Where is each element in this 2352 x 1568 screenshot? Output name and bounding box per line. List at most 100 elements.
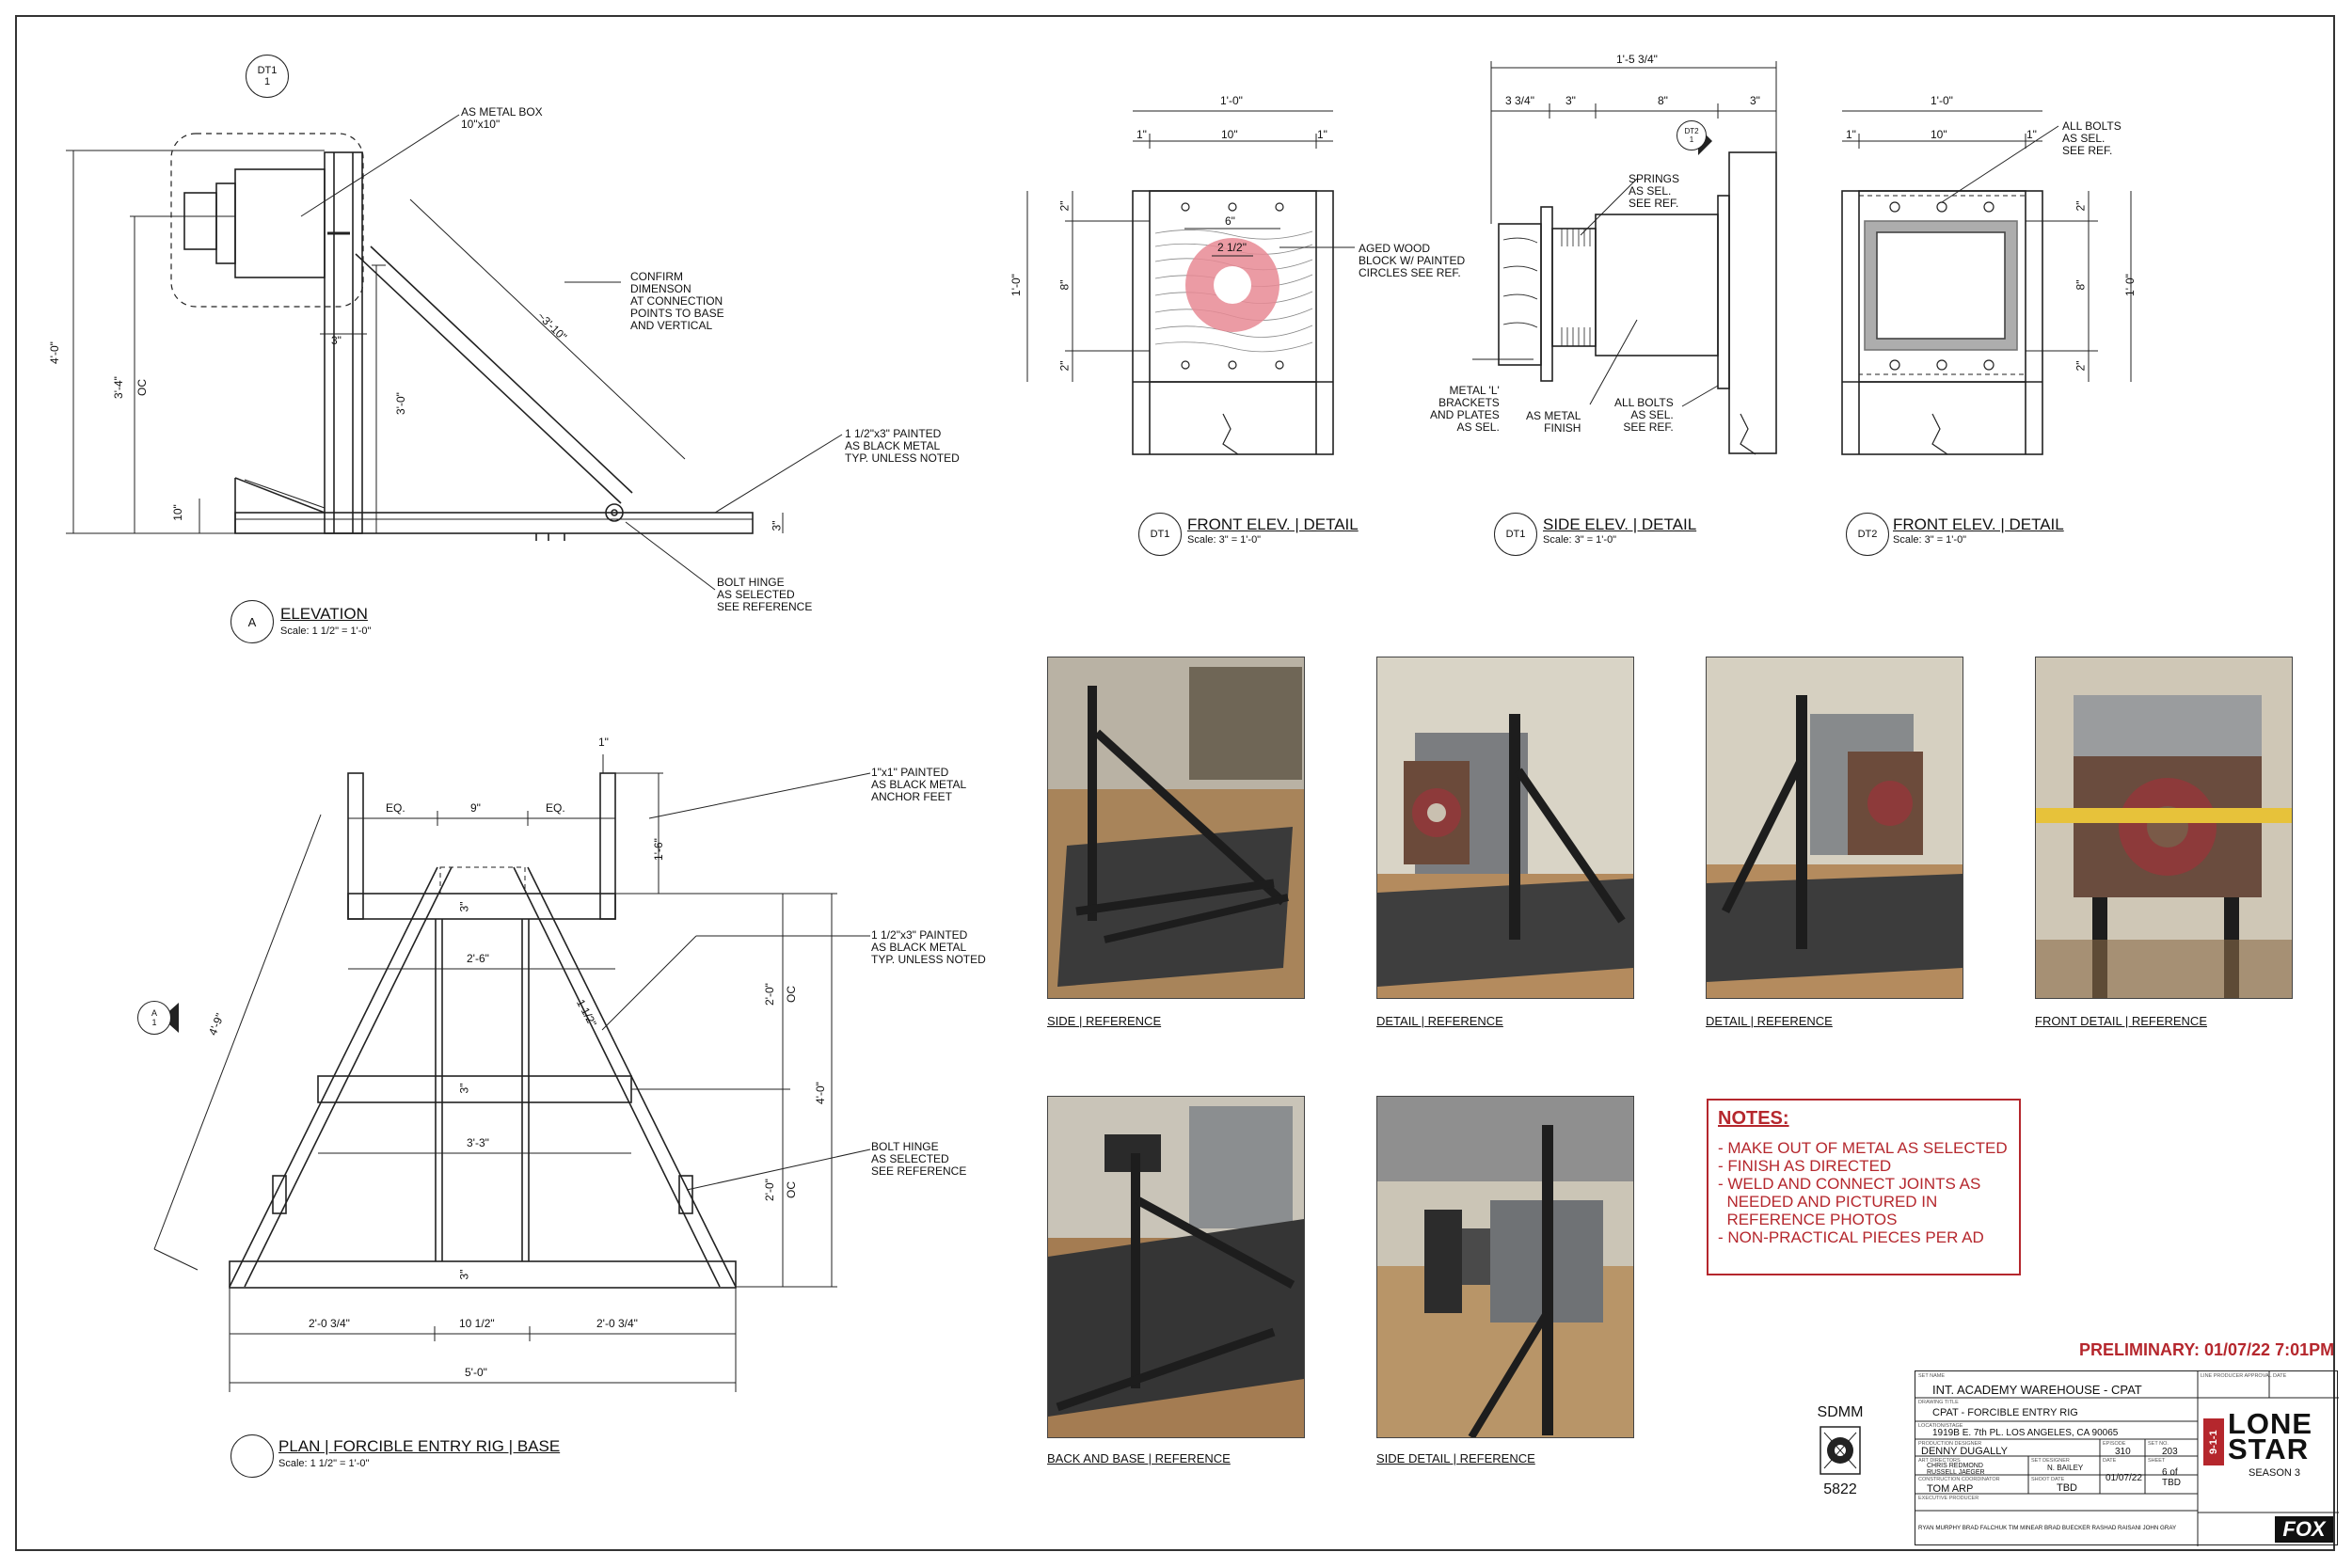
tb-label-date2: DATE xyxy=(2103,1458,2117,1464)
plan-dim-four-ft: 4'-0" xyxy=(813,1082,827,1104)
show-name: LONE STAR xyxy=(2228,1407,2313,1465)
tb-set-designer: N. BAILEY xyxy=(2047,1464,2084,1472)
dt1f-dim-eight: 8" xyxy=(1057,279,1072,291)
note-item: - FINISH AS DIRECTED xyxy=(1718,1157,1892,1175)
dt2-title: FRONT ELEV. | DETAIL xyxy=(1893,515,2064,533)
dt2-dim-top: 1'-0" xyxy=(1931,94,1953,107)
plan-dim-one-in: 1" xyxy=(598,736,609,749)
dt1-side-drawing xyxy=(1472,61,1777,455)
dim-three-ft: 3'-0" xyxy=(393,392,407,415)
tb-label-approval: LINE PRODUCER APPROVAL xyxy=(2201,1373,2272,1379)
dt1s-dim-d: 3" xyxy=(1750,94,1760,107)
tb-label-location: LOCATION/STAGE xyxy=(1918,1423,1963,1429)
note-item: - WELD AND CONNECT JOINTS AS NEEDED AND … xyxy=(1718,1175,1981,1228)
dt1s-finish-note: AS METAL FINISH xyxy=(1526,409,1581,435)
photo-caption-back-base: BACK AND BASE | REFERENCE xyxy=(1047,1451,1231,1465)
dt2-scale: Scale: 3" = 1'-0" xyxy=(1893,534,1967,546)
dt2-dim-ten: 10" xyxy=(1931,128,1947,141)
dt2-reference-bubble: DT2 1 xyxy=(1677,120,1707,150)
dt2-dim-eight: 8" xyxy=(2074,279,2088,291)
plan-dim-nine: 9" xyxy=(470,801,481,815)
elevation-title: ELEVATION xyxy=(280,605,368,623)
notes-box: NOTES: - MAKE OUT OF METAL AS SELECTED -… xyxy=(1707,1099,2021,1275)
dt1f-dim-one-a: 1" xyxy=(1136,128,1147,141)
tb-coordinator: TOM ARP xyxy=(1927,1483,1974,1495)
tb-set-name: INT. ACADEMY WAREHOUSE - CPAT xyxy=(1932,1383,2142,1397)
note-item: - NON-PRACTICAL PIECES PER AD xyxy=(1718,1228,1984,1246)
dim-three-in-b: 3" xyxy=(770,520,784,531)
tb-designer: DENNY DUGALLY xyxy=(1921,1446,2008,1457)
plan-dim-eq1: EQ. xyxy=(386,801,405,815)
photo-caption-detail-1: DETAIL | REFERENCE xyxy=(1376,1014,1503,1028)
dt1s-title: SIDE ELEV. | DETAIL xyxy=(1543,515,1697,533)
tb-shoot-date: TBD xyxy=(2057,1482,2077,1494)
confirm-note: CONFIRM DIMENSON AT CONNECTION POINTS TO… xyxy=(630,270,724,332)
tb-label-set-no: SET NO. xyxy=(2148,1441,2169,1447)
ref-bubble-bottom: 1 xyxy=(263,76,271,87)
dt1f-dim-two-a: 2" xyxy=(1057,200,1072,212)
plan-dim-two-six: 2'-6" xyxy=(467,952,489,965)
plan-title: PLAN | FORCIBLE ENTRY RIG | BASE xyxy=(278,1437,561,1455)
plan-dim-oc-a: OC xyxy=(785,986,798,1003)
dt2-dim-one-b: 1" xyxy=(2026,128,2037,141)
union-seal-icon xyxy=(1820,1426,1861,1475)
photo-detail-1-illustration xyxy=(1377,657,1633,998)
dt1f-dim-ten: 10" xyxy=(1221,128,1238,141)
dim-three-in: 3" xyxy=(331,334,342,347)
union-name: SDMM xyxy=(1817,1404,1864,1420)
photo-side-detail-illustration xyxy=(1377,1097,1633,1437)
dt1f-dim-left-total: 1'-0" xyxy=(1009,274,1023,296)
dt2-dim-right-total: 1'-0" xyxy=(2122,274,2137,296)
tb-sheet: 6 of TBD xyxy=(2162,1467,2181,1488)
tb-label-sheet: SHEET xyxy=(2148,1458,2166,1464)
dt1f-title: FRONT ELEV. | DETAIL xyxy=(1187,515,1359,533)
reference-photo-back-base xyxy=(1047,1096,1305,1438)
tb-location: 1919B E. 7th PL. LOS ANGELES, CA 90065 xyxy=(1932,1428,2119,1438)
preliminary-stamp: PRELIMINARY: 01/07/22 7:01PM xyxy=(2079,1340,2335,1359)
dt1s-scale: Scale: 3" = 1'-0" xyxy=(1543,534,1617,546)
plan-bubble xyxy=(230,1434,274,1478)
note-item: - MAKE OUT OF METAL AS SELECTED xyxy=(1718,1139,2008,1157)
photo-caption-side: SIDE | REFERENCE xyxy=(1047,1014,1162,1028)
plan-dim-three-three: 3'-3" xyxy=(467,1136,489,1149)
dt1f-dim-one-b: 1" xyxy=(1317,128,1327,141)
plan-dim-left: 2'-0 3/4" xyxy=(309,1317,350,1330)
plan-dim-right: 2'-0 3/4" xyxy=(596,1317,638,1330)
dt1f-bubble: DT1 xyxy=(1138,513,1182,556)
plan-dim-three-b: 3" xyxy=(457,1083,471,1094)
dt2-dim-two-a: 2" xyxy=(2074,200,2088,212)
dt1s-brackets-note: METAL 'L' BRACKETS AND PLATES AS SEL. xyxy=(1430,384,1500,434)
dt1s-dim-c: 8" xyxy=(1658,94,1668,107)
plan-painted-note: 1 1/2"x3" PAINTED AS BLACK METAL TYP. UN… xyxy=(871,928,986,966)
show-season: SEASON 3 xyxy=(2249,1467,2301,1479)
dt2-ref-top: DT2 xyxy=(1684,127,1699,135)
plan-hinge-note: BOLT HINGE AS SELECTED SEE REFERENCE xyxy=(871,1140,967,1178)
painted-note: 1 1/2"x3" PAINTED AS BLACK METAL TYP. UN… xyxy=(845,427,960,465)
dt1s-dim-a: 3 3/4" xyxy=(1505,94,1534,107)
dt1f-dim-top: 1'-0" xyxy=(1220,94,1243,107)
photo-front-detail-illustration xyxy=(2036,657,2292,998)
photo-back-base-illustration xyxy=(1048,1097,1304,1437)
reference-photo-detail-1 xyxy=(1376,657,1634,999)
tb-episode: 310 xyxy=(2115,1447,2131,1457)
metal-box-note: AS METAL BOX 10"x10" xyxy=(461,105,543,131)
tb-label-designer: PRODUCTION DESIGNER xyxy=(1918,1441,1982,1447)
drawing-sheet-border xyxy=(15,15,2335,1551)
dt1-front-drawing xyxy=(1026,110,1355,455)
plan-dim-eq2: EQ. xyxy=(546,801,565,815)
dim-ten: 10" xyxy=(170,504,184,521)
show-number: 9-1-1 xyxy=(2203,1418,2224,1465)
plan-section-marker: A 1 xyxy=(137,1001,171,1035)
title-block-grid xyxy=(1915,1371,2339,1546)
notes-heading: NOTES: xyxy=(1718,1108,1789,1129)
elevation-scale: Scale: 1 1/2" = 1'-0" xyxy=(280,626,372,637)
tb-label-date: DATE xyxy=(2273,1373,2287,1379)
dt2-bubble: DT2 xyxy=(1846,513,1889,556)
tb-label-episode: EPISODE xyxy=(2103,1441,2126,1447)
dt2-front-drawing xyxy=(1841,110,2132,455)
union-logo: SDMM 5822 xyxy=(1801,1404,1880,1508)
show-logo: 9-1-1 LONE STAR SEASON 3 xyxy=(2201,1402,2335,1509)
dt2-ref-bottom: 1 xyxy=(1689,135,1694,144)
tb-producers: RYAN MURPHY BRAD FALCHUK TIM MINEAR BRAD… xyxy=(1918,1525,2177,1531)
